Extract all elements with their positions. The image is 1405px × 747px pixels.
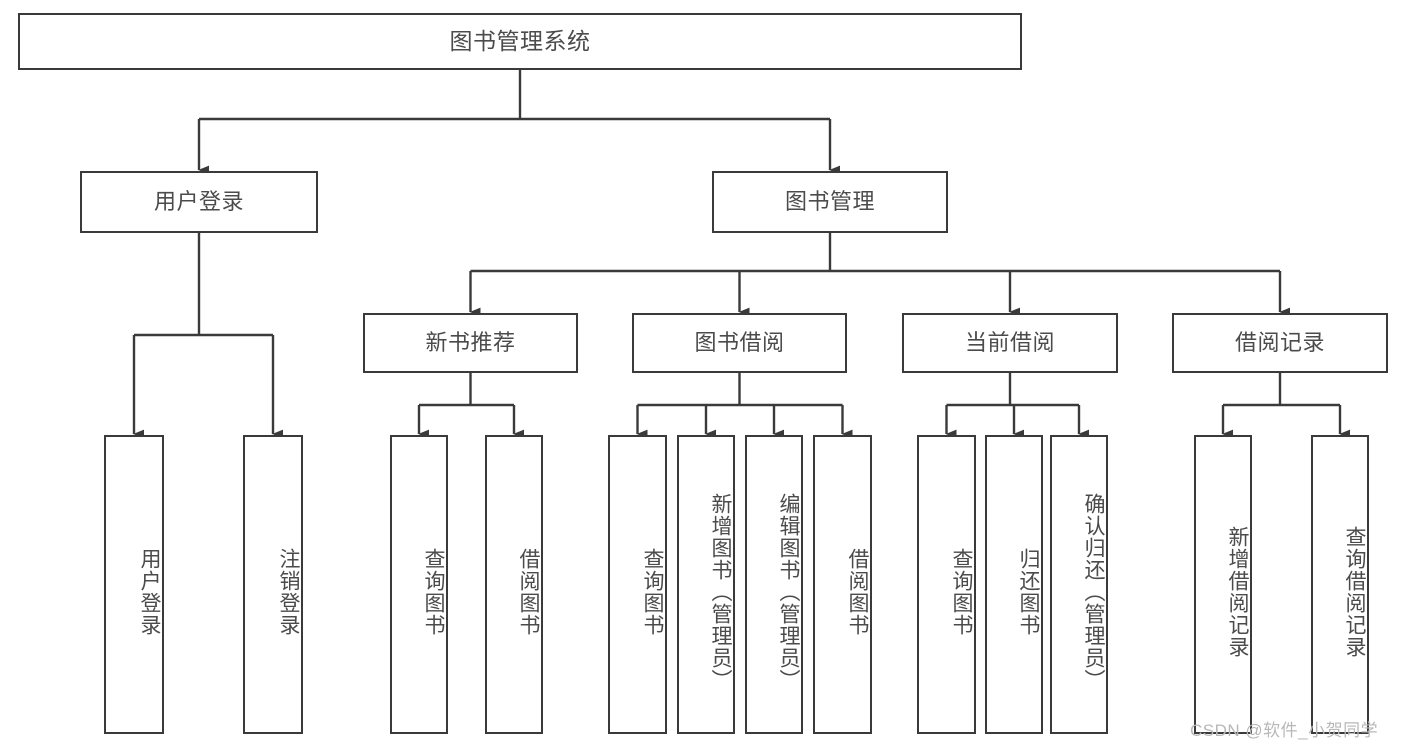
node-label: 图书借阅 [694, 329, 785, 355]
node-leaf-nb-query[interactable]: 查询图书 [390, 435, 448, 734]
node-label: 用户登录 [138, 547, 161, 636]
node-records[interactable]: 借阅记录 [1172, 313, 1388, 373]
node-leaf-cu-query[interactable]: 查询图书 [917, 435, 976, 734]
node-leaf-bo-borrow[interactable]: 借阅图书 [813, 435, 872, 734]
node-leaf-nb-borrow[interactable]: 借阅图书 [485, 435, 543, 734]
node-label: 借阅记录 [1234, 329, 1325, 355]
node-label: 当前借阅 [964, 329, 1055, 355]
node-borrow[interactable]: 图书借阅 [632, 313, 847, 373]
node-label: 新增借阅记录 [1226, 525, 1249, 658]
node-label: 图书管理 [784, 188, 875, 214]
node-bookmgmt[interactable]: 图书管理 [712, 171, 948, 233]
node-label: 用户登录 [153, 188, 244, 214]
node-label: 归还图书 [1017, 547, 1040, 636]
node-leaf-login[interactable]: 用户登录 [104, 435, 164, 734]
node-label: 新书推荐 [425, 329, 516, 355]
node-leaf-cu-return[interactable]: 归还图书 [985, 435, 1043, 734]
node-newbook[interactable]: 新书推荐 [363, 313, 578, 373]
node-label: 确认归还（管理员） [1082, 492, 1105, 691]
node-leaf-bo-edit[interactable]: 编辑图书（管理员） [745, 435, 803, 734]
node-leaf-re-query[interactable]: 查询借阅记录 [1311, 435, 1369, 734]
edge-group [132, 70, 1351, 439]
node-label: 新增图书（管理员） [709, 492, 732, 691]
node-label: 查询图书 [641, 547, 664, 636]
node-label: 查询借阅记录 [1343, 525, 1366, 658]
node-label: 借阅图书 [517, 547, 540, 636]
node-leaf-re-add[interactable]: 新增借阅记录 [1194, 435, 1252, 734]
node-label: 图书管理系统 [449, 27, 591, 54]
node-label: 借阅图书 [846, 547, 869, 636]
node-label: 编辑图书（管理员） [777, 492, 800, 691]
node-login[interactable]: 用户登录 [80, 171, 318, 233]
node-leaf-logout[interactable]: 注销登录 [243, 435, 303, 734]
node-label: 注销登录 [277, 547, 300, 636]
node-current[interactable]: 当前借阅 [902, 313, 1118, 373]
node-label: 查询图书 [950, 547, 973, 636]
node-leaf-bo-add[interactable]: 新增图书（管理员） [677, 435, 735, 734]
node-leaf-bo-query[interactable]: 查询图书 [608, 435, 667, 734]
node-root[interactable]: 图书管理系统 [18, 13, 1022, 70]
node-label: 查询图书 [422, 547, 445, 636]
node-leaf-cu-confirm[interactable]: 确认归还（管理员） [1050, 435, 1108, 734]
